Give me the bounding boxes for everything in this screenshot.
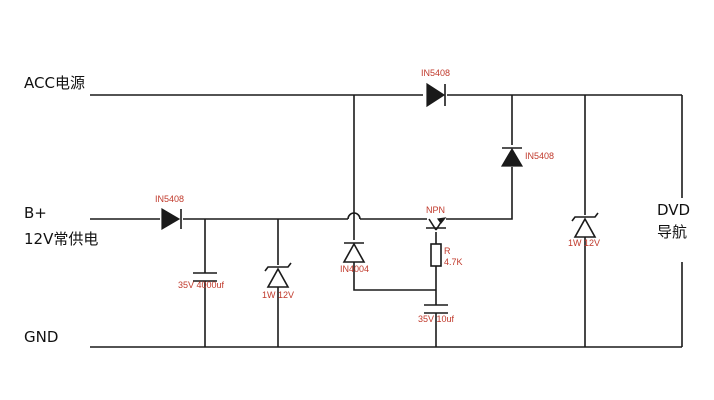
- npn-transistor: [426, 217, 447, 231]
- bplus-label: B+: [24, 204, 47, 222]
- diode-vertical: [500, 147, 524, 167]
- resistor-name-label: R: [444, 246, 451, 256]
- diode-top: [426, 82, 446, 108]
- cap-small-label: 35V 10uf: [418, 314, 455, 324]
- zener-left: [264, 262, 292, 288]
- twelve-v-label: 12V常供电: [24, 230, 98, 248]
- zener-left-label: 1W 12V: [262, 290, 294, 300]
- capacitor-big: [193, 272, 217, 282]
- acc-label: ACC电源: [24, 74, 85, 92]
- resistor: [430, 243, 442, 267]
- diode-mid: [342, 242, 366, 263]
- diode-mid-label: IN4004: [340, 264, 369, 274]
- zener-right-label: 1W 12V: [568, 238, 600, 248]
- d-vert-label: IN5408: [525, 151, 554, 161]
- nav-label: 导航: [657, 223, 687, 241]
- gnd-label: GND: [24, 328, 58, 346]
- dvd-label: DVD: [657, 201, 690, 219]
- d-top-label: IN5408: [421, 68, 450, 78]
- cap-big-label: 35V 4000uf: [178, 280, 225, 290]
- diode-input: [161, 207, 182, 231]
- npn-label: NPN: [426, 205, 445, 215]
- d-vert-wire: [446, 95, 513, 220]
- zener-right: [571, 212, 599, 238]
- capacitor-small: [424, 304, 448, 314]
- d-input-label: IN5408: [155, 194, 184, 204]
- acc-drop-wire: [353, 95, 436, 291]
- resistor-value-label: 4.7K: [444, 257, 463, 267]
